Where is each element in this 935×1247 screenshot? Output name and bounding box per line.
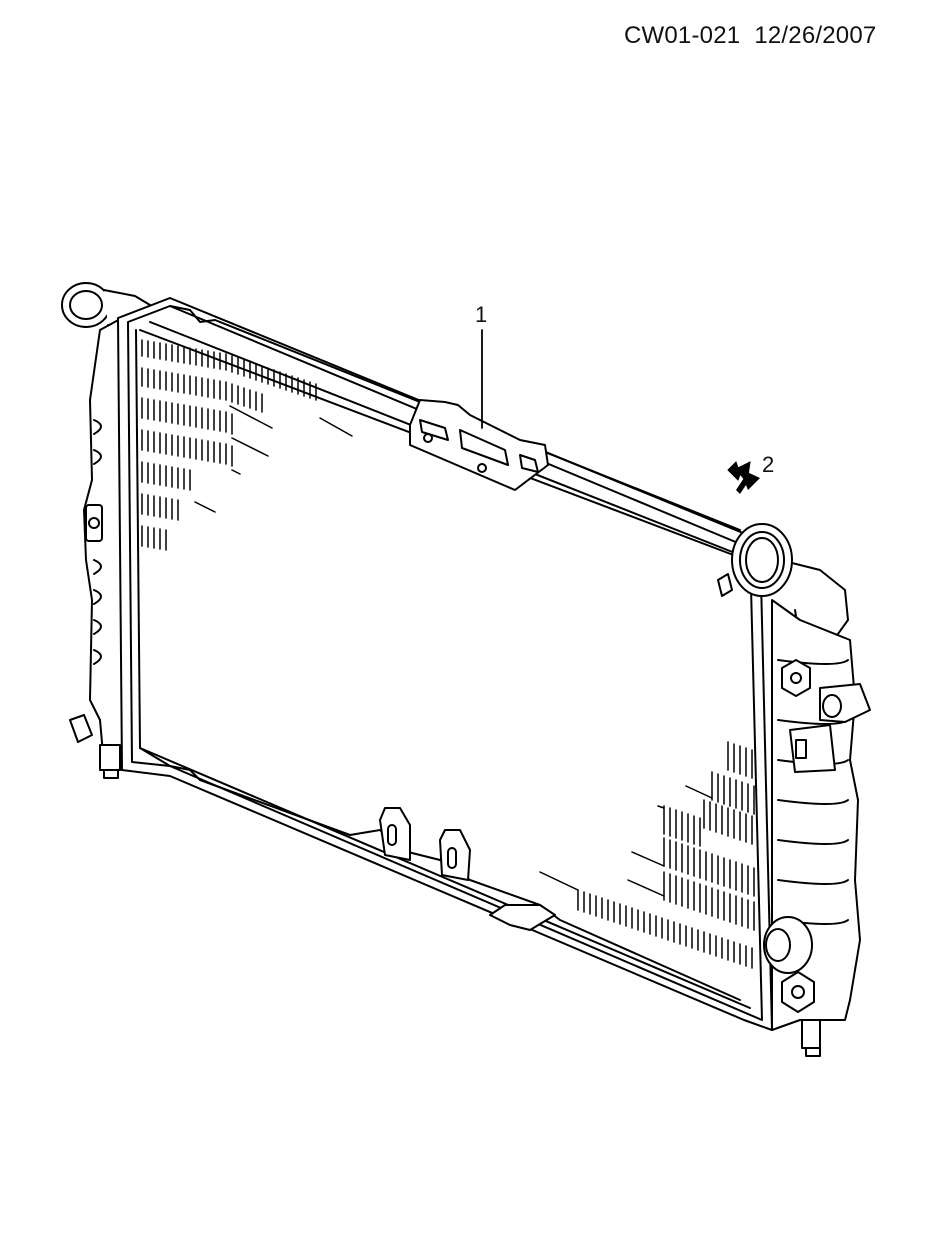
- diagram-reference: CW01-021 12/26/2007: [624, 22, 876, 50]
- bottom-rail: [139, 747, 741, 1001]
- callout-1-label: 1: [475, 302, 487, 327]
- fins-bottom-right: [539, 741, 755, 969]
- right-side-tank: [763, 599, 871, 1057]
- center-bracket: [409, 399, 549, 491]
- right-outlet-pipe: [717, 523, 849, 646]
- callout-2-label: 2: [762, 452, 774, 477]
- diagram-date: 12/26/2007: [754, 22, 877, 49]
- left-side-tank: [69, 317, 123, 779]
- arrow-tail-icon: [736, 472, 752, 494]
- diagram-code: CW01-021: [624, 22, 741, 49]
- fins-top-left: [141, 339, 353, 551]
